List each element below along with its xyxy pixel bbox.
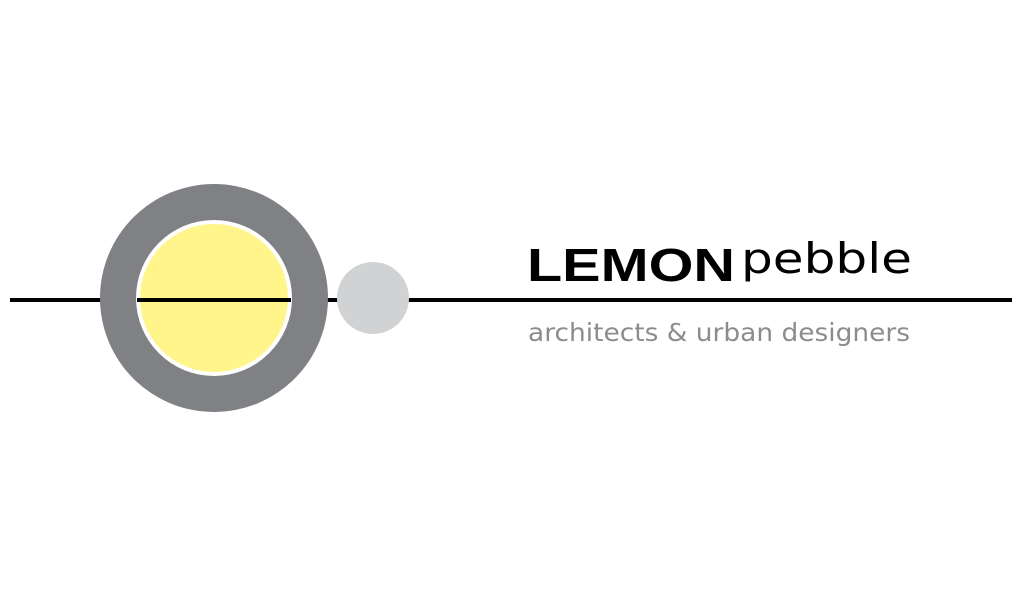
tagline: architects & urban designers <box>528 318 910 347</box>
brand-name-light: pebble <box>741 234 912 283</box>
pebble-circle <box>337 262 409 334</box>
brand-name-bold: LEMON <box>527 239 735 291</box>
